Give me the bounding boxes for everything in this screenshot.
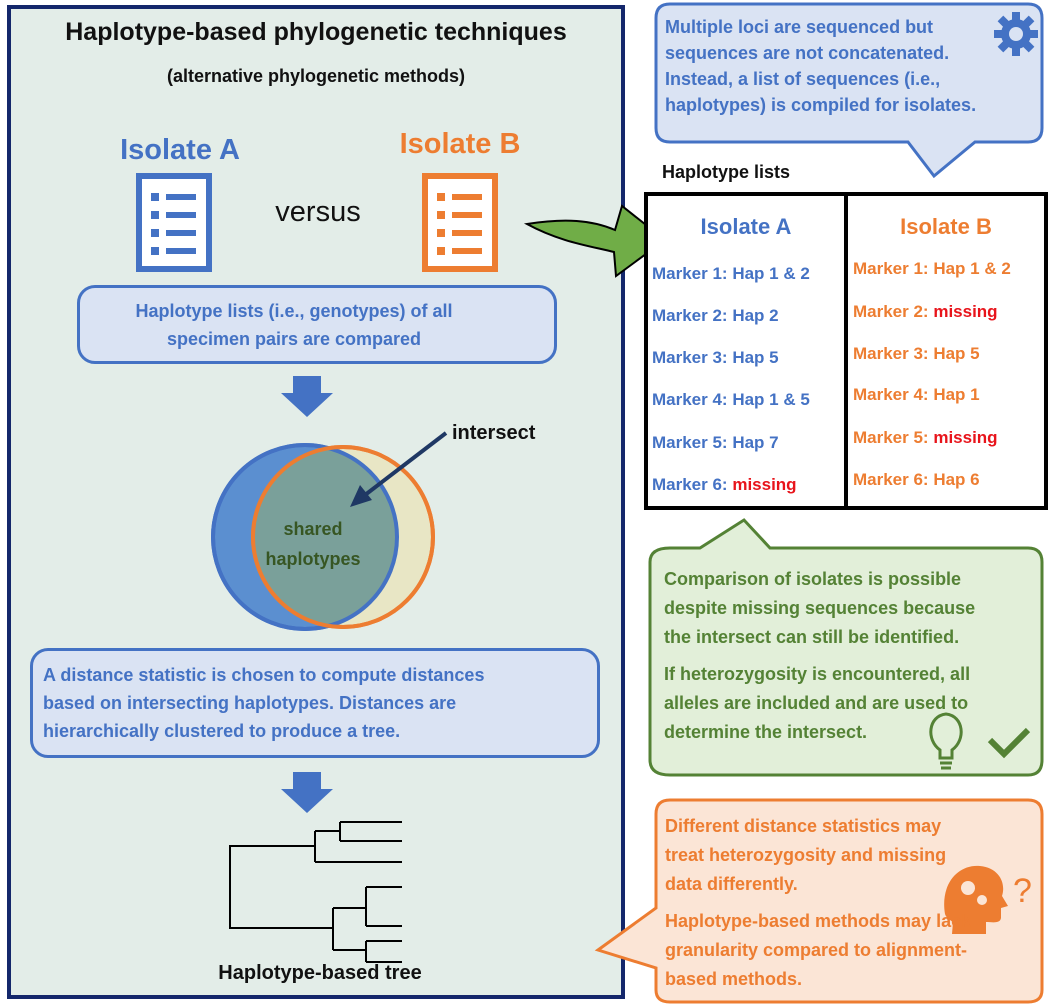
table-row-a: Marker 3: Hap 5: [652, 348, 779, 367]
distance-line: A distance statistic is chosen to comput…: [43, 665, 485, 685]
cell-value-missing: missing: [933, 302, 998, 321]
table-row-a: Marker 1: Hap 1 & 2: [652, 264, 810, 283]
versus-label: versus: [275, 196, 361, 228]
table-row-a: Marker 4: Hap 1 & 5: [652, 390, 810, 409]
table-row-b: Marker 2: missing: [853, 302, 998, 321]
tree-label: Haplotype-based tree: [218, 962, 422, 984]
list-document-icon-b: [422, 173, 498, 272]
cell-value: Hap 5: [732, 348, 779, 367]
haplotype-lists-title: Haplotype lists: [662, 162, 791, 182]
compare-text: Haplotype lists (i.e., genotypes) of all…: [94, 297, 494, 353]
bubble-line: alleles are included and are used to: [664, 693, 969, 713]
head-gears-icon: [944, 865, 1008, 934]
checkmark-icon: [987, 727, 1031, 759]
table-row-b: Marker 3: Hap 5: [853, 344, 980, 363]
bubble-line: sequences are not concatenated.: [665, 43, 950, 63]
compare-box: Haplotype lists (i.e., genotypes) of all…: [77, 285, 557, 364]
cell-value-missing: missing: [933, 428, 998, 447]
top-bubble-text: Multiple loci are sequenced but sequence…: [665, 14, 1045, 118]
table-row-a: Marker 5: Hap 7: [652, 433, 779, 452]
gear-icon: [994, 12, 1038, 56]
bubble-line: data differently.: [665, 874, 798, 894]
distance-line: hierarchically clustered to produce a tr…: [43, 721, 401, 741]
table-divider: [844, 192, 848, 510]
table-row-b: Marker 5: missing: [853, 428, 998, 447]
table-header-isolate-a: Isolate A: [700, 214, 792, 239]
cell-value: Hap 7: [732, 433, 779, 452]
venn-line: shared: [283, 519, 343, 539]
table-row-b: Marker 4: Hap 1: [853, 385, 980, 404]
bubble-line: based methods.: [665, 969, 803, 989]
orange-bubble-text: Different distance statistics may treat …: [665, 812, 1035, 994]
isolate-b-title: Isolate B: [399, 128, 521, 160]
cell-value-missing: missing: [732, 475, 797, 494]
cell-value: Hap 2: [732, 306, 779, 325]
bubble-line: Instead, a list of sequences (i.e.,: [665, 69, 941, 89]
table-row-b: Marker 6: Hap 6: [853, 470, 980, 489]
bubble-line: Multiple loci are sequenced but: [665, 17, 934, 37]
bubble-line: granularity compared to alignment-: [665, 940, 968, 960]
distance-line: based on intersecting haplotypes. Distan…: [43, 693, 457, 713]
distance-box: A distance statistic is chosen to comput…: [30, 648, 600, 758]
down-arrow-icon: [281, 376, 333, 417]
table-row-a: Marker 6: missing: [652, 475, 797, 494]
bubble-line: If heterozygosity is encountered, all: [664, 664, 971, 684]
top-speech-bubble: [654, 2, 1044, 179]
orange-speech-bubble: [594, 798, 1044, 1004]
bubble-line: Different distance statistics may: [665, 816, 942, 836]
compare-line: Haplotype lists (i.e., genotypes) of all: [135, 301, 453, 321]
cell-value: Hap 1 & 2: [732, 264, 810, 283]
green-speech-bubble: [648, 518, 1044, 777]
cell-value: Hap 6: [933, 470, 980, 489]
distance-text: A distance statistic is chosen to comput…: [43, 661, 563, 745]
main-title: Haplotype-based phylogenetic techniques: [65, 18, 567, 46]
cell-value: Hap 5: [933, 344, 980, 363]
bubble-line: Haplotype-based methods may lack: [665, 911, 972, 931]
bubble-line: treat heterozygosity and missing: [665, 845, 947, 865]
cell-value: Hap 1: [933, 385, 980, 404]
table-row-a: Marker 2: Hap 2: [652, 306, 779, 325]
bubble-line: despite missing sequences because: [664, 598, 976, 618]
bubble-line: the intersect can still be identified.: [664, 627, 960, 647]
compare-line: specimen pairs are compared: [166, 329, 422, 349]
bubble-line: Comparison of isolates is possible: [664, 569, 962, 589]
isolate-a-title: Isolate A: [120, 134, 240, 166]
cell-value: Hap 1 & 2: [933, 259, 1011, 278]
down-arrow-icon: [281, 772, 333, 813]
intersect-label: intersect: [452, 422, 536, 444]
bubble-line: haplotypes) is compiled for isolates.: [665, 95, 977, 115]
main-subtitle: (alternative phylogenetic methods): [166, 66, 466, 86]
cell-value: Hap 1 & 5: [732, 390, 810, 409]
bubble-line: determine the intersect.: [664, 722, 868, 742]
venn-label: shared haplotypes: [243, 514, 383, 574]
venn-diagram: [211, 443, 435, 631]
question-mark-icon: ?: [1013, 872, 1032, 910]
venn-line: haplotypes: [265, 549, 361, 569]
table-header-isolate-b: Isolate B: [900, 214, 992, 239]
green-bubble-text: Comparison of isolates is possible despi…: [664, 565, 1024, 747]
list-document-icon-a: [136, 173, 212, 272]
haplotype-tree: [229, 821, 402, 963]
table-row-b: Marker 1: Hap 1 & 2: [853, 259, 1011, 278]
lightbulb-icon: [929, 712, 963, 770]
intersect-pointer: [350, 431, 448, 507]
